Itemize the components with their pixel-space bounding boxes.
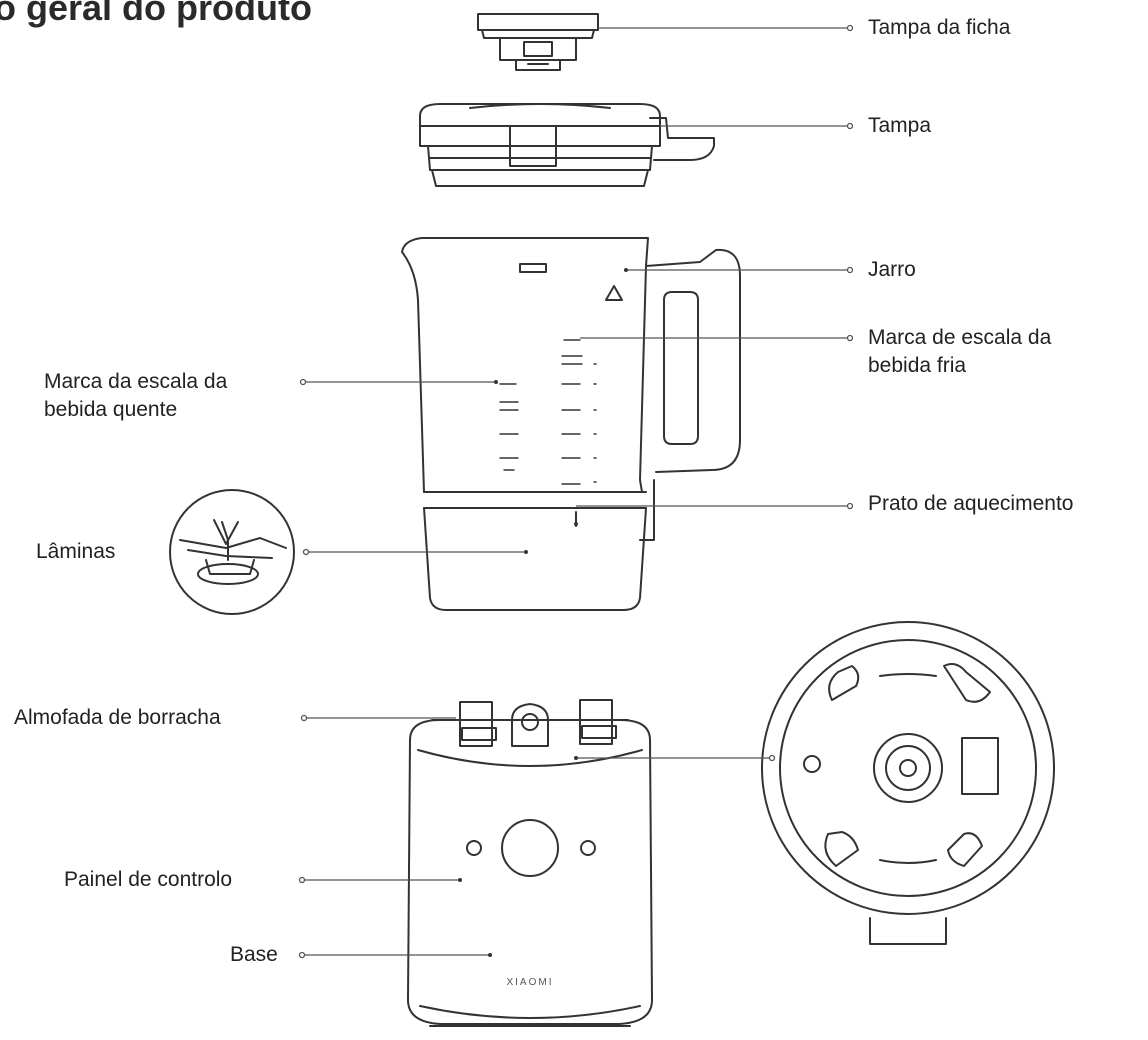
brand-mark: XIAOMI bbox=[506, 977, 553, 988]
label-hot-scale-line-1: Marca da escala da bbox=[44, 368, 294, 396]
label-jar: Jarro bbox=[868, 256, 916, 284]
label-blades: Lâminas bbox=[36, 538, 115, 566]
jar-illustration bbox=[402, 238, 740, 610]
lid-illustration bbox=[420, 104, 714, 186]
label-cold-scale-line-1: Marca de escala da bbox=[868, 324, 1128, 352]
label-cold-scale: Marca de escala da bebida fria bbox=[868, 324, 1128, 380]
label-plug-cap: Tampa da ficha bbox=[868, 14, 1010, 42]
label-lid: Tampa bbox=[868, 112, 931, 140]
plug-cap-illustration bbox=[478, 14, 598, 70]
label-base: Base bbox=[230, 941, 278, 969]
base-bottom-view bbox=[762, 622, 1054, 944]
label-hot-scale-line-2: bebida quente bbox=[44, 396, 294, 424]
label-heating-plate: Prato de aquecimento bbox=[868, 490, 1073, 518]
label-cold-scale-line-2: bebida fria bbox=[868, 352, 1128, 380]
label-control-panel: Painel de controlo bbox=[64, 866, 232, 894]
label-hot-scale: Marca da escala da bebida quente bbox=[44, 368, 294, 424]
label-rubber-pad: Almofada de borracha bbox=[14, 704, 221, 732]
blades-illustration bbox=[170, 490, 294, 614]
